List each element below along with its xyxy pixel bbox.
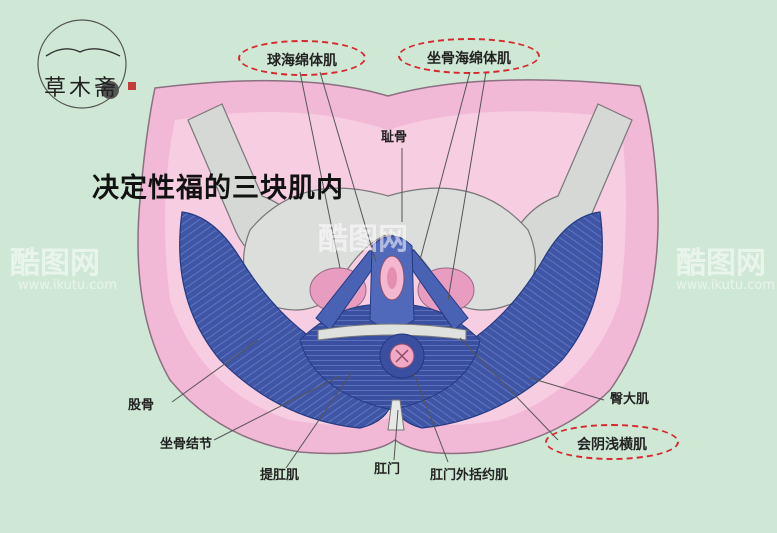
label-ischial-tuberosity: 坐骨结节 <box>160 437 213 452</box>
watermark-brand-center: 酷图网 <box>318 222 408 257</box>
headline-title: 决定性福的三块肌内 <box>92 173 344 204</box>
logo-circle <box>37 19 127 109</box>
watermark-brand-right: 酷图网 <box>676 246 766 281</box>
label-femur: 股骨 <box>128 398 155 413</box>
label-anus: 肛门 <box>374 462 401 477</box>
label-superficial-transverse: 会阴浅横肌 <box>577 437 647 453</box>
label-levator-ani: 提肛肌 <box>260 468 300 483</box>
ischiocavernosus-ring: 坐骨海绵体肌 <box>398 38 540 74</box>
label-bulbospongiosus: 球海绵体肌 <box>267 53 337 69</box>
superficial-transverse-ring: 会阴浅横肌 <box>545 424 679 460</box>
bulbospongiosus-ring: 球海绵体肌 <box>238 40 366 76</box>
label-pubis: 耻骨 <box>381 130 408 145</box>
label-gluteus-maximus: 臀大肌 <box>610 392 650 407</box>
label-external-sphincter: 肛门外括约肌 <box>430 468 509 483</box>
label-ischiocavernosus: 坐骨海绵体肌 <box>427 51 511 67</box>
superficial-transverse-muscle <box>317 323 467 341</box>
watermark-url-left: www.ikutu.com <box>18 278 118 293</box>
watermark-url-right: www.ikutu.com <box>676 278 776 293</box>
logo-wordmark: 草木斋 <box>44 76 120 101</box>
watermark-brand-left: 酷图网 <box>10 246 100 281</box>
